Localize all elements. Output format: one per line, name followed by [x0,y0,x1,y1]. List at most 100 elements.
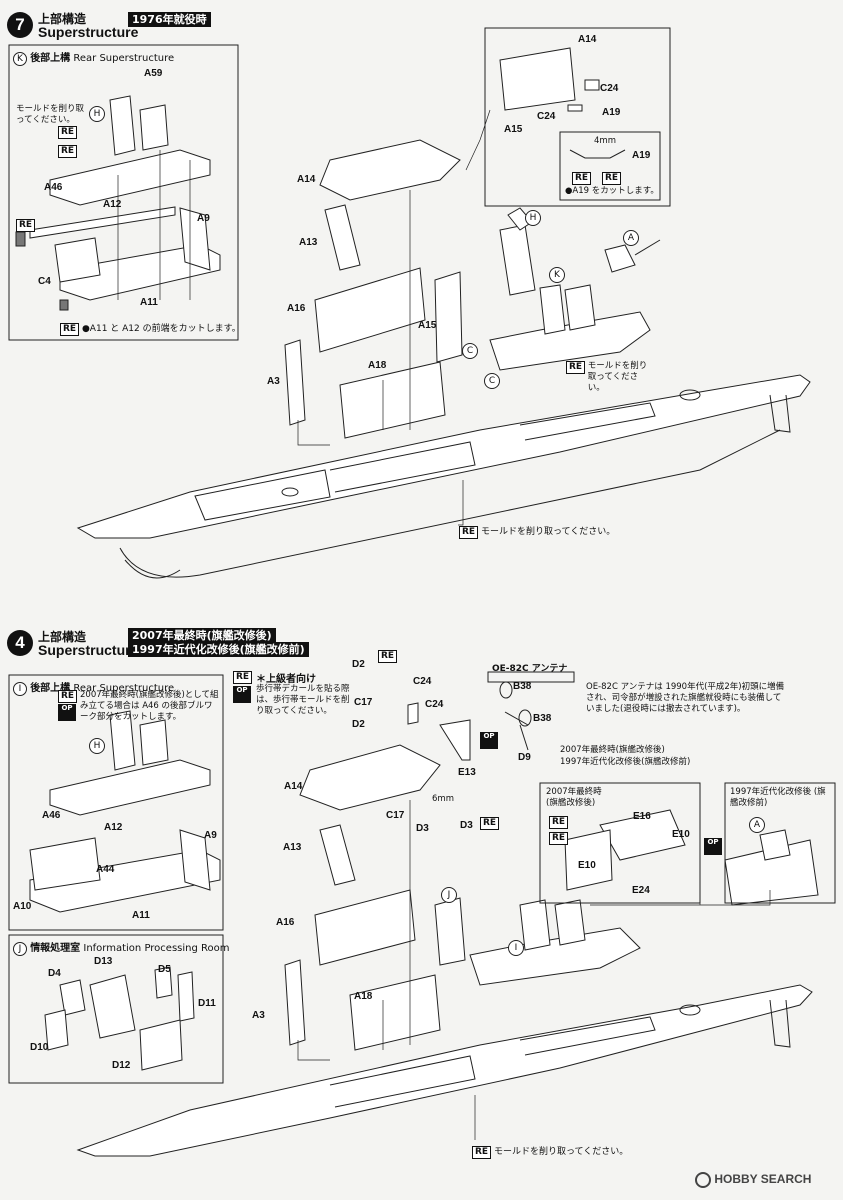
step4-title-en: Superstructure [38,642,139,658]
part-group-circle-h: H [525,210,541,226]
part-label-d2-b: D2 [352,719,365,730]
op-icon: OP [704,838,722,855]
advanced-note: 歩行帯デカールを貼る際は、歩行帯モールドを削り取ってください。 [256,684,350,716]
re-icon: RE [602,172,622,185]
config-line-1997: 1997年近代化改修後(旗艦改修前) [560,757,691,767]
part-label-a3: A3 [267,376,280,387]
info-room-box-header-j: J 情報処理室 Information Processing Room [13,939,230,956]
part-group-circle-j: J [13,942,27,956]
rear-cut-note: 2007年最終時(旗艦改修後)として組み立てる場合は A46 の後部ブルワーク部… [80,690,219,722]
part-group-circle-i: I [508,940,524,956]
part-label-b38-b: B38 [533,713,552,724]
mold-note-text: モールドを削り取ってください。 [493,1147,629,1157]
part-group-circle-k: K [13,52,27,66]
mold-note-text: モールドを削り取ってください。 [480,527,616,537]
part-label-c24-b: C24 [425,699,444,710]
part-label-a9: A9 [204,830,217,841]
part-label-a19: A19 [602,107,621,118]
antenna-note: OE-82C アンテナは 1990年代(平成2年)初頭に増備され、司令部が増設さ… [586,682,785,714]
step-number-7: 7 [7,12,33,38]
mold-note-text: モールドを削り取ってください。 [587,361,648,393]
part-label-a16: A16 [287,303,306,314]
part-label-a10: A10 [13,901,32,912]
part-label-d5: D5 [158,964,171,975]
part-label-b38: B38 [513,681,532,692]
info-box-title-en: Information Processing Room [83,943,230,954]
re-icon: RE [58,126,78,139]
part-label-a44: A44 [96,864,115,875]
part-label-d13: D13 [94,956,113,967]
advanced-title: ＊上級者向け [256,674,316,685]
part-label-a11: A11 [132,910,150,921]
part-label-a14: A14 [297,174,316,185]
rear-box-title-jp: 後部上構 [30,53,71,64]
mold-remove-note-bottom: RE モールドを削り取ってください。 [472,1144,628,1159]
part-label-a15-inset: A15 [504,124,523,135]
part-label-a11: A11 [140,297,158,308]
re-icon: RE [549,832,569,845]
part-label-e16: E16 [633,811,651,822]
part-label-a9: A9 [197,213,210,224]
watermark-text: HOBBY SEARCH [714,1172,812,1187]
op-icon: OP [58,704,76,721]
part-group-circle-k: K [549,267,565,283]
part-label-a16: A16 [276,917,295,928]
step7-title-jp: 上部構造 [38,12,87,26]
part-label-a13: A13 [299,237,318,248]
rear-superstructure-box-header-k: K 後部上構 Rear Superstructure [13,49,174,66]
re-icon: RE [459,526,479,539]
mold-remove-note-bottom: RE モールドを削り取ってください。 [459,524,615,539]
rear-box-title-en: Rear Superstructure [73,53,175,64]
step4-version-badge-1997: 1997年近代化改修後(旗艦改修前) [128,642,309,657]
rear-box-title-jp: 後部上構 [30,683,71,694]
part-label-a14-inset: A14 [578,34,597,45]
part-label-d4: D4 [48,968,61,979]
config-line-2007: 2007年最終時(旗艦改修後) [560,745,665,755]
part-label-e13: E13 [458,767,476,778]
op-icon: OP [233,686,251,703]
mold-remove-note-right: RE モールドを削り取ってください。 [566,361,650,394]
part-label-a18: A18 [354,991,373,1002]
re-icon: RE [58,690,78,703]
part-group-circle-h: H [89,738,105,754]
cut-note-a11-a12: RE ●A11 と A12 の前端をカットします。 [60,321,241,336]
part-label-a15: A15 [418,320,437,331]
part-group-circle-j: J [441,887,457,903]
re-icon: RE [549,816,569,829]
part-label-a46: A46 [44,182,63,193]
part-label-a18: A18 [368,360,387,371]
part-label-a12: A12 [103,199,122,210]
part-label-c24-b: C24 [537,111,556,122]
part-label-d3: D3 [416,823,429,834]
hobby-search-watermark: HOBBY SEARCH [695,1172,811,1188]
part-label-c24: C24 [600,83,619,94]
part-label-e24: E24 [632,885,650,896]
re-icon: RE [472,1146,492,1159]
rear-superstructure-box-header-i: I 後部上構 Rear Superstructure [13,679,174,696]
part-label-a3: A3 [252,1010,265,1021]
dimension-6mm: 6mm [432,794,454,804]
re-icon: RE [566,361,586,374]
part-label-e10: E10 [672,829,690,840]
re-icon: RE [572,172,592,185]
antenna-title: OE-82C アンテナ [492,664,568,674]
info-box-title-jp: 情報処理室 [30,943,81,954]
part-label-d2: D2 [352,659,365,670]
part-label-a14: A14 [284,781,303,792]
watermark-logo-icon [695,1172,711,1188]
part-label-c24: C24 [413,676,432,687]
part-group-circle-c: C [462,343,478,359]
box-2007-title: 2007年最終時 (旗艦改修後) [546,787,602,808]
part-label-a12: A12 [104,822,123,833]
rear-box-title-en: Rear Superstructure [73,683,175,694]
inset-cut-note: ●A19 をカットします。 [565,186,659,196]
step4-version-badge-2007: 2007年最終時(旗艦改修後) [128,628,276,643]
part-group-circle-a: A [623,230,639,246]
part-label-d10: D10 [30,1042,49,1053]
part-label-d3-b: D3 [460,820,473,831]
part-label-a13: A13 [283,842,302,853]
part-label-a19-inset: A19 [632,150,651,161]
inset-dimension-4mm: 4mm [594,136,616,146]
part-label-c4: C4 [38,276,51,287]
